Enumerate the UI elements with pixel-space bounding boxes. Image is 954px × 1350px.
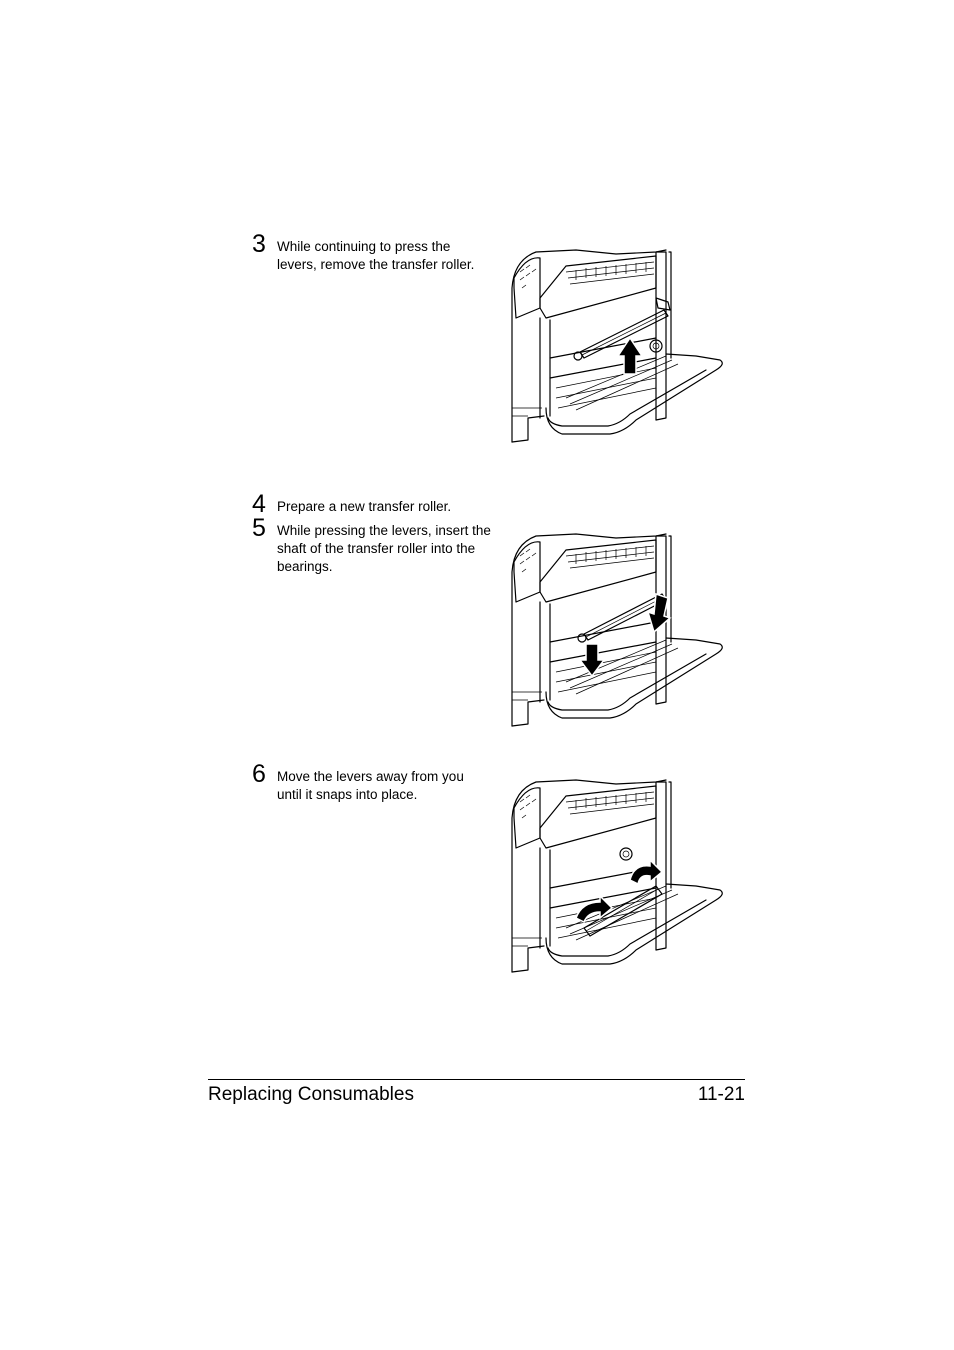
step-text: Move the levers away from you until it s… [277, 769, 464, 802]
footer-rule [208, 1079, 745, 1080]
footer-section-title: Replacing Consumables [208, 1084, 414, 1105]
printer-body [511, 779, 723, 973]
printer-body [511, 249, 723, 443]
footer-page-number: 11-21 [697, 1084, 745, 1105]
illustration-insert-roller [511, 533, 723, 727]
illustration-remove-roller [511, 249, 723, 443]
step-number: 3 [252, 230, 266, 258]
step-text: Prepare a new transfer roller. [277, 499, 452, 514]
printer-body [511, 533, 723, 727]
step-number: 4 [252, 490, 266, 518]
arrow-up-icon [616, 336, 644, 375]
step-text: While continuing to press the levers, re… [277, 239, 475, 272]
transfer-roller [573, 309, 669, 361]
curved-arrow-icon [575, 858, 664, 924]
illustration-rotate-levers [511, 779, 723, 973]
step-number: 5 [252, 514, 266, 542]
transfer-roller [583, 847, 663, 937]
arrow-down-icon [578, 592, 672, 678]
step-number: 6 [252, 760, 266, 788]
step-text: While pressing the levers, insert the sh… [277, 523, 491, 574]
